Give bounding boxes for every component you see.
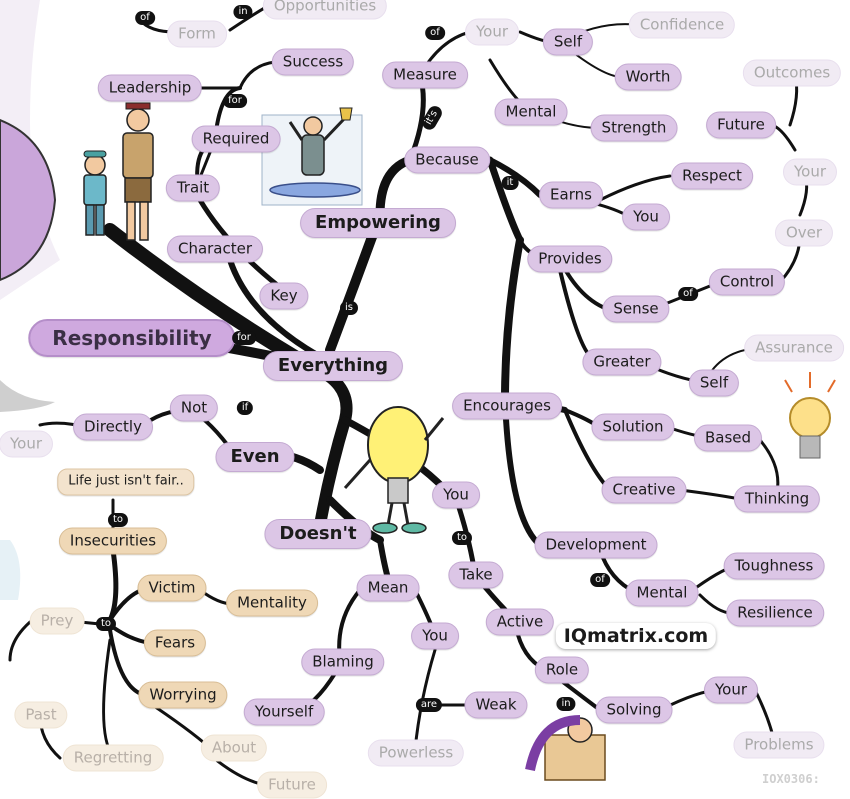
- illustration-box-lifter: [525, 715, 606, 781]
- connector-is: is: [340, 301, 358, 315]
- connector-to-prey: to: [95, 617, 117, 631]
- node-you-mid[interactable]: You: [432, 481, 480, 509]
- node-opportunities[interactable]: Opportunities: [262, 0, 388, 20]
- node-trait[interactable]: Trait: [165, 174, 221, 202]
- node-encourages[interactable]: Encourages: [452, 392, 562, 420]
- node-problems[interactable]: Problems: [733, 731, 825, 759]
- illustration-lightbulb-character: [343, 406, 445, 534]
- node-insecurities[interactable]: Insecurities: [58, 527, 168, 555]
- node-prey[interactable]: Prey: [29, 607, 85, 635]
- node-your-right[interactable]: Your: [782, 158, 838, 186]
- node-required[interactable]: Required: [191, 125, 281, 153]
- connector-for-required: for: [223, 94, 247, 108]
- node-assurance[interactable]: Assurance: [744, 334, 844, 362]
- connector-of-measure: of: [425, 26, 445, 40]
- node-powerless[interactable]: Powerless: [367, 739, 465, 767]
- node-character[interactable]: Character: [166, 235, 264, 263]
- node-self-right[interactable]: Self: [688, 369, 740, 397]
- node-fears[interactable]: Fears: [143, 629, 207, 657]
- node-leadership[interactable]: Leadership: [97, 74, 203, 102]
- connector-of-sense: of: [678, 287, 698, 301]
- connector-to-insecurities: to: [107, 513, 129, 527]
- node-your-top[interactable]: Your: [464, 18, 520, 46]
- node-take[interactable]: Take: [448, 561, 504, 589]
- node-toughness[interactable]: Toughness: [723, 552, 825, 580]
- node-greater[interactable]: Greater: [582, 348, 662, 376]
- node-your-bottom[interactable]: Your: [703, 676, 759, 704]
- brand-iqmatrix-label[interactable]: IQmatrix.com: [555, 623, 717, 649]
- node-blaming[interactable]: Blaming: [301, 648, 385, 676]
- node-solving[interactable]: Solving: [595, 696, 673, 724]
- node-development[interactable]: Development: [534, 531, 658, 559]
- node-because[interactable]: Because: [404, 146, 490, 174]
- node-control[interactable]: Control: [708, 268, 786, 296]
- node-your-left[interactable]: Your: [0, 430, 54, 458]
- node-not[interactable]: Not: [169, 394, 219, 422]
- connector-to-take: to: [451, 531, 473, 545]
- node-mentality[interactable]: Mentality: [226, 589, 318, 617]
- connector-it: it: [501, 176, 519, 190]
- connector-if: if: [236, 401, 254, 415]
- node-solution[interactable]: Solution: [591, 413, 675, 441]
- node-worth[interactable]: Worth: [614, 63, 682, 91]
- node-active[interactable]: Active: [485, 608, 555, 636]
- node-yourself[interactable]: Yourself: [243, 698, 325, 726]
- node-success[interactable]: Success: [271, 48, 355, 76]
- node-thinking[interactable]: Thinking: [733, 485, 821, 513]
- node-regretting[interactable]: Regretting: [62, 744, 164, 772]
- node-based[interactable]: Based: [693, 424, 763, 452]
- node-earns[interactable]: Earns: [539, 181, 603, 209]
- connector-in-opportunities: in: [233, 5, 253, 19]
- node-empowering[interactable]: Empowering: [300, 208, 456, 238]
- node-future-bottom[interactable]: Future: [257, 771, 327, 799]
- node-future-right[interactable]: Future: [706, 111, 776, 139]
- node-mean[interactable]: Mean: [356, 574, 420, 602]
- node-everything[interactable]: Everything: [262, 351, 404, 381]
- node-form[interactable]: Form: [167, 20, 227, 48]
- connector-of-form: of: [135, 11, 155, 25]
- callout-life-not-fair: Life just isn't fair..: [57, 468, 195, 496]
- node-confidence[interactable]: Confidence: [628, 11, 736, 39]
- connector-in-role: in: [556, 697, 576, 711]
- illustration-scouts: [83, 102, 154, 241]
- node-respect[interactable]: Respect: [671, 162, 753, 190]
- connector-for-responsibility: for: [232, 331, 256, 345]
- node-even[interactable]: Even: [215, 442, 295, 472]
- background-decor: [0, 0, 60, 600]
- node-key[interactable]: Key: [259, 282, 309, 310]
- node-strength[interactable]: Strength: [590, 114, 678, 142]
- node-measure[interactable]: Measure: [382, 61, 468, 89]
- node-provides[interactable]: Provides: [527, 245, 613, 273]
- node-mental-right[interactable]: Mental: [625, 579, 699, 607]
- node-creative[interactable]: Creative: [601, 476, 687, 504]
- illustration-snowboarder: [261, 107, 363, 206]
- image-code: IOX0306:: [762, 772, 820, 786]
- node-worrying[interactable]: Worrying: [138, 681, 228, 709]
- node-mental-top[interactable]: Mental: [494, 98, 568, 126]
- node-over[interactable]: Over: [774, 219, 834, 247]
- node-weak[interactable]: Weak: [464, 691, 528, 719]
- node-sense[interactable]: Sense: [602, 295, 670, 323]
- node-about[interactable]: About: [200, 734, 268, 762]
- node-role[interactable]: Role: [534, 656, 590, 684]
- node-you-bottom[interactable]: You: [411, 622, 459, 650]
- root-responsibility[interactable]: Responsibility: [28, 319, 236, 357]
- node-self-top[interactable]: Self: [542, 28, 594, 56]
- node-doesnt[interactable]: Doesn't: [264, 519, 372, 549]
- connector-of-mental: of: [590, 573, 610, 587]
- node-victim[interactable]: Victim: [137, 574, 207, 602]
- node-directly[interactable]: Directly: [73, 413, 153, 441]
- node-resilience[interactable]: Resilience: [726, 599, 824, 627]
- node-you-earns[interactable]: You: [622, 203, 670, 231]
- node-outcomes[interactable]: Outcomes: [742, 59, 842, 87]
- node-past[interactable]: Past: [14, 701, 68, 729]
- connector-are: are: [415, 698, 443, 712]
- illustration-idea-bulb: [784, 372, 836, 459]
